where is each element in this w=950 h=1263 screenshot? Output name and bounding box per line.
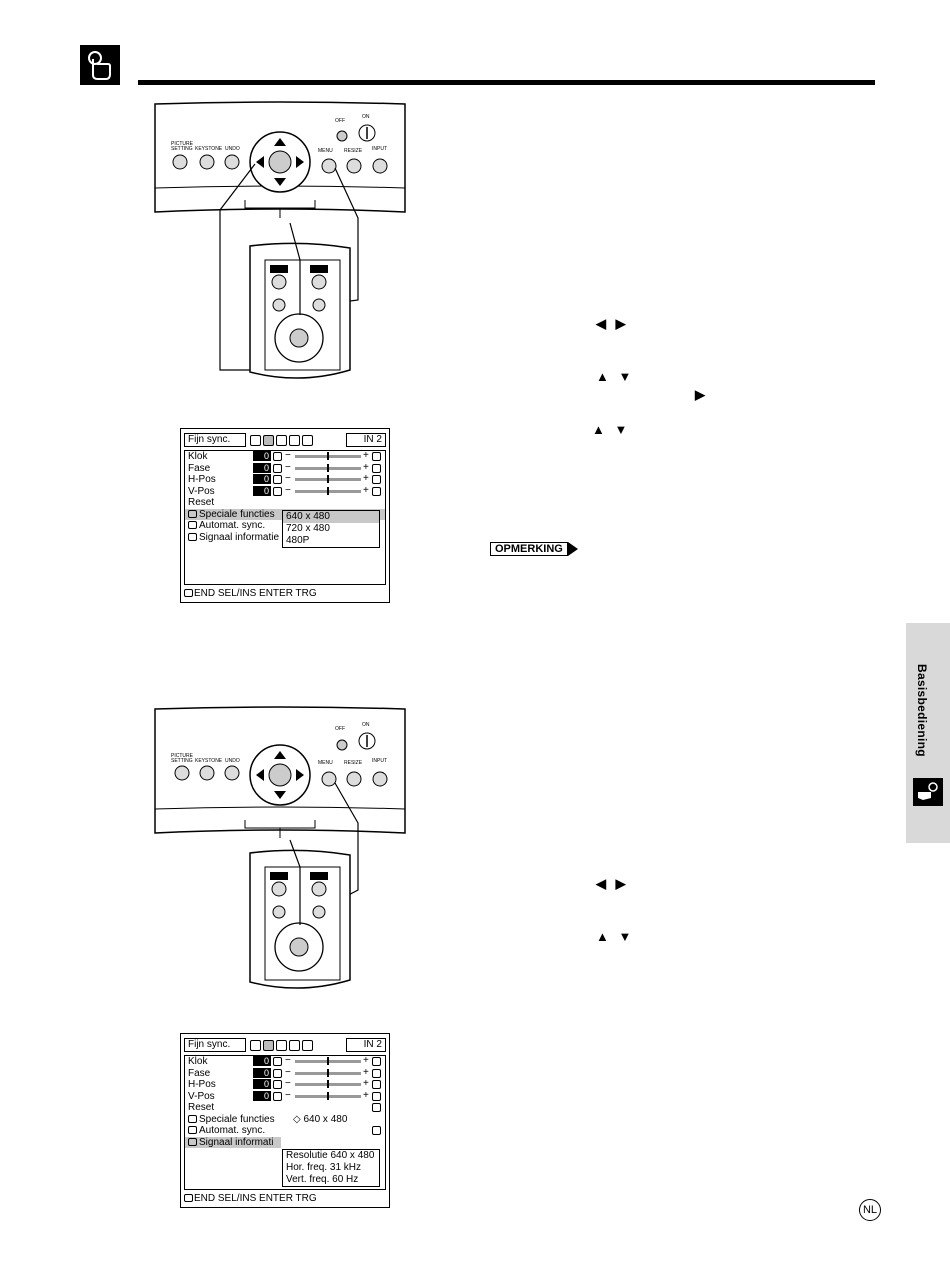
menu-row-v-pos[interactable]: V-Pos 0 −+ (185, 485, 385, 498)
up-down-arrows: ▲ ▼ (596, 929, 635, 944)
svg-text:INPUT: INPUT (372, 758, 387, 764)
up-down-arrows: ▲ ▼ (592, 422, 631, 437)
svg-text:SETTING: SETTING (171, 758, 193, 764)
menu-tabs[interactable] (250, 434, 313, 446)
svg-text:RESIZE: RESIZE (344, 148, 363, 154)
menu-row-automat-sync[interactable]: Automat. sync. (185, 1125, 385, 1137)
menu-row-v-pos[interactable]: V-Pos 0 −+ (185, 1090, 385, 1103)
left-right-arrows: ◀ ▶ (596, 316, 629, 331)
menu-tabs[interactable] (250, 1039, 313, 1051)
svg-text:RESIZE: RESIZE (344, 760, 363, 766)
popup-option[interactable]: 720 x 480 (286, 523, 330, 534)
menu-title: Fijn sync. (184, 433, 246, 447)
hand-pointer-icon (80, 45, 120, 85)
svg-text:KEYSTONE: KEYSTONE (195, 758, 223, 764)
menu-row-fase[interactable]: Fase 0 −+ (185, 1067, 385, 1080)
popup-option[interactable]: 480P (286, 535, 310, 546)
input-indicator: IN 2 (346, 433, 386, 447)
menu-footer: END SEL/INS ENTER TRG (184, 587, 386, 600)
hand-pointer-icon (913, 778, 943, 806)
right-arrow: ▶ (695, 387, 708, 402)
menu-row-klok[interactable]: Klok 0 −+ (185, 450, 385, 463)
svg-text:ON: ON (362, 114, 370, 120)
up-down-arrows: ▲ ▼ (596, 369, 635, 384)
popup-option[interactable]: 640 x 480 (283, 511, 379, 523)
menu-row-reset[interactable]: Reset (185, 1102, 385, 1114)
menu-row-signaal-informatie[interactable]: Signaal informati (185, 1136, 281, 1148)
menu-row-speciale-functies[interactable]: Speciale functies◇ 640 x 480 (185, 1114, 385, 1126)
projector-control-panel-bottom: PICTURE SETTING KEYSTONE UNDO MENU RESIZ… (154, 706, 406, 989)
svg-text:MENU: MENU (318, 148, 333, 154)
menu-row-fase[interactable]: Fase 0 −+ (185, 462, 385, 475)
menu-row-reset[interactable]: Reset (188, 497, 215, 508)
svg-text:UNDO: UNDO (225, 758, 240, 764)
svg-text:MENU: MENU (318, 760, 333, 766)
signal-info-line: Hor. freq. 31 kHz (286, 1162, 362, 1173)
left-right-arrows: ◀ ▶ (596, 876, 629, 891)
svg-text:SETTING: SETTING (171, 146, 193, 152)
svg-text:KEYSTONE: KEYSTONE (195, 146, 223, 152)
svg-text:UNDO: UNDO (225, 146, 240, 152)
svg-text:ON: ON (362, 722, 370, 728)
side-tab-label: Basisbediening (915, 663, 929, 757)
menu-row-h-pos[interactable]: H-Pos 0 −+ (185, 473, 385, 486)
svg-text:PICTURE: PICTURE (171, 141, 194, 147)
menu-row-automat-sync[interactable]: Automat. sync. (185, 520, 385, 532)
menu-row-signaal-informatie[interactable]: Signaal informatie (185, 532, 385, 544)
signal-info-line: Resolutie 640 x 480 (286, 1150, 375, 1161)
fine-sync-menu-bottom: Fijn sync. IN 2 Klok 0 −+ Fase 0 −+ H-Po… (180, 1033, 390, 1208)
signal-info-popup: Resolutie 640 x 480 Hor. freq. 31 kHz Ve… (282, 1149, 380, 1187)
menu-footer: END SEL/INS ENTER TRG (184, 1192, 386, 1205)
svg-text:OFF: OFF (335, 118, 345, 124)
resolution-popup: 640 x 480 720 x 480 480P (282, 510, 380, 548)
svg-text:PICTURE: PICTURE (171, 753, 194, 759)
fine-sync-menu-top: Fijn sync. IN 2 Klok 0 −+ Fase 0 −+ H-Po… (180, 428, 390, 603)
input-indicator: IN 2 (346, 1038, 386, 1052)
side-tab (906, 623, 950, 843)
note-label: OPMERKING (490, 542, 578, 556)
menu-row-klok[interactable]: Klok 0 −+ (185, 1055, 385, 1068)
menu-title: Fijn sync. (184, 1038, 246, 1052)
signal-info-line: Vert. freq. 60 Hz (286, 1174, 359, 1185)
svg-text:OFF: OFF (335, 726, 345, 732)
page-language-badge: NL (859, 1199, 881, 1221)
header-rule (138, 80, 875, 85)
svg-text:INPUT: INPUT (372, 146, 387, 152)
menu-row-h-pos[interactable]: H-Pos 0 −+ (185, 1078, 385, 1091)
projector-control-panel-top: PICTURE SETTING KEYSTONE UNDO MENU RESIZ… (154, 101, 406, 379)
